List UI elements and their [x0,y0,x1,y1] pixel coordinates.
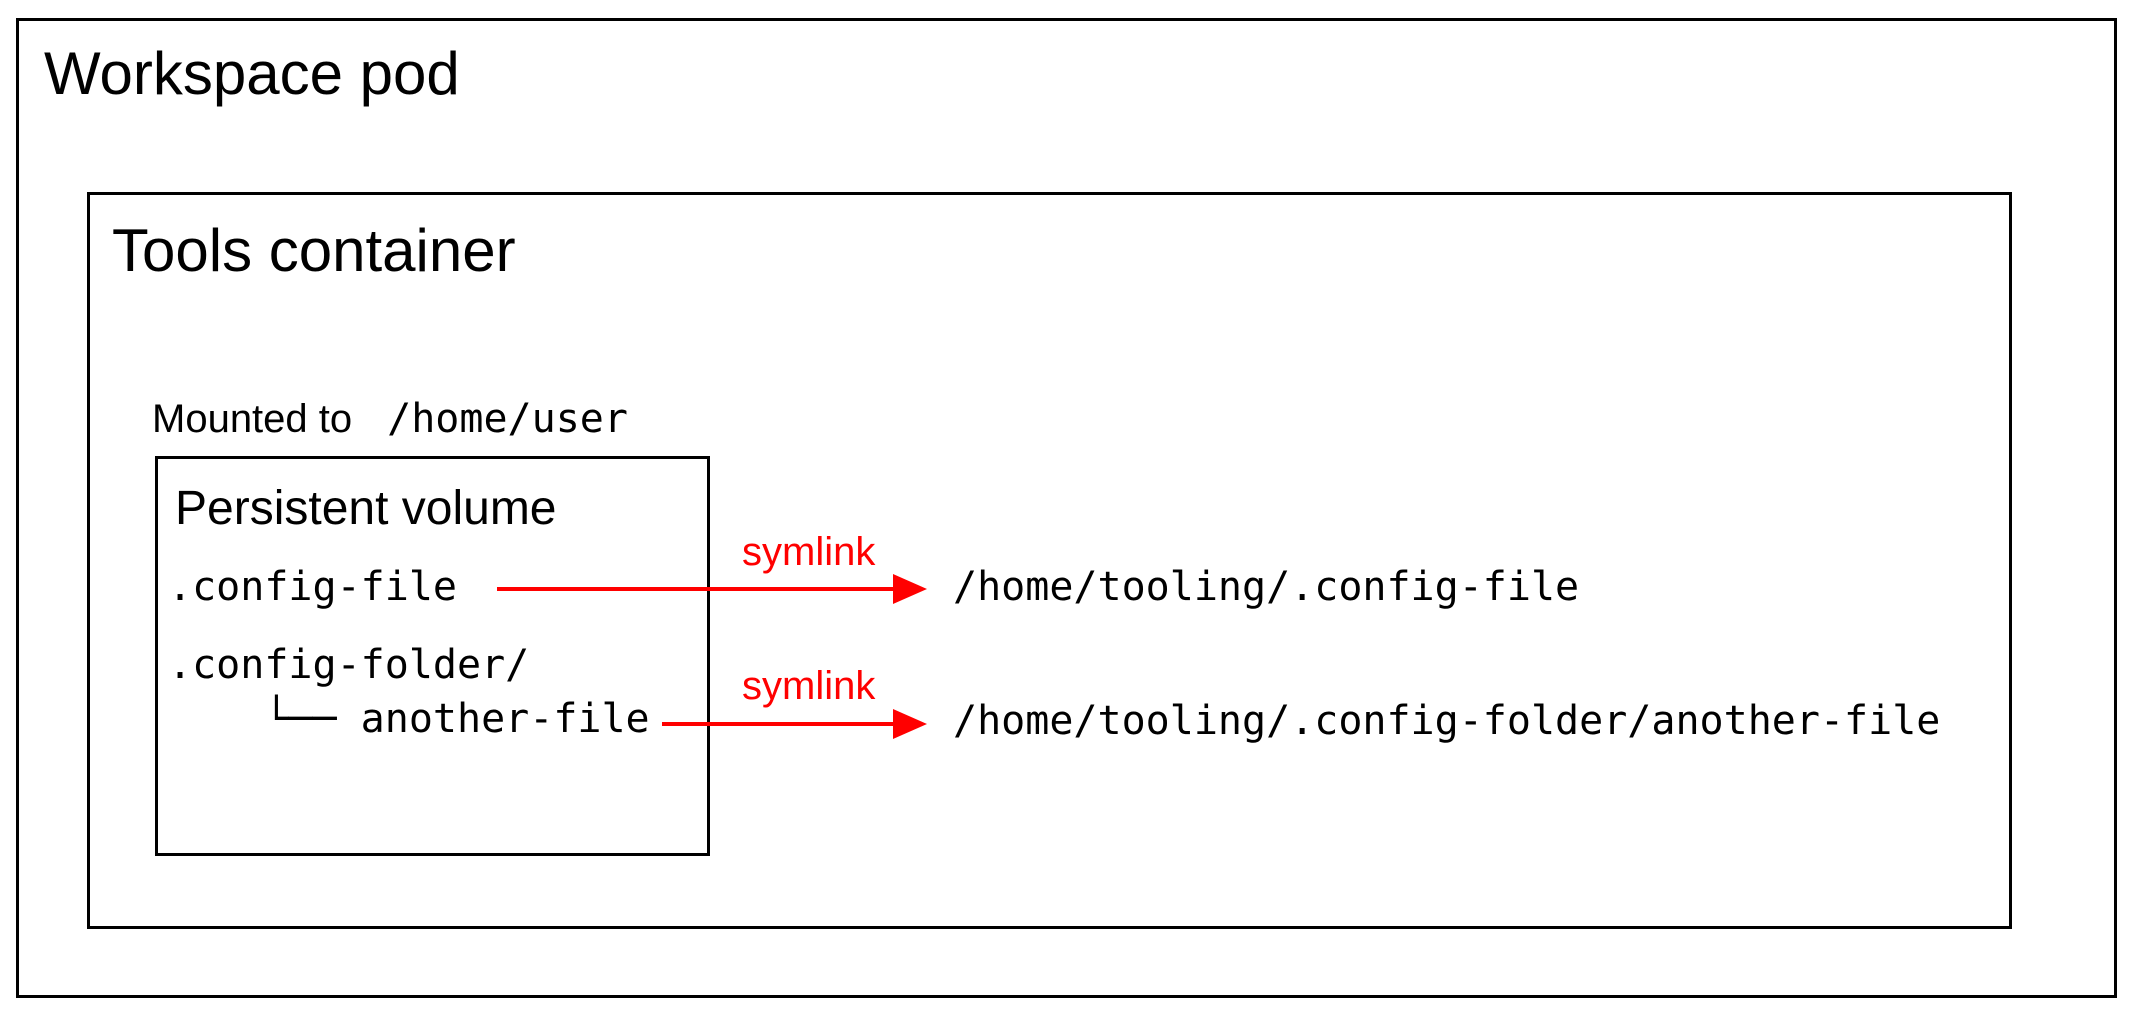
workspace-pod-title: Workspace pod [44,40,460,107]
tools-container-box [87,192,2012,929]
workspace-pod-box [16,18,2117,998]
volume-entry-config-folder: .config-folder/ [168,642,530,688]
symlink-label-2: symlink [742,664,876,708]
mount-caption: Mounted to/home/user [152,399,628,439]
volume-entry-another-file: └── another-file [168,696,650,742]
symlink-target-path-2: /home/tooling/.config-folder/another-fil… [953,698,1941,744]
symlink-target-path-1: /home/tooling/.config-file [953,564,1580,610]
symlink-label-1: symlink [742,530,876,574]
mount-label: Mounted to [152,397,353,441]
persistent-volume-box [155,456,710,856]
tools-container-title: Tools container [112,217,516,284]
persistent-volume-title: Persistent volume [175,482,557,535]
volume-entry-config-file: .config-file [168,564,457,610]
mount-path: /home/user [387,396,628,442]
